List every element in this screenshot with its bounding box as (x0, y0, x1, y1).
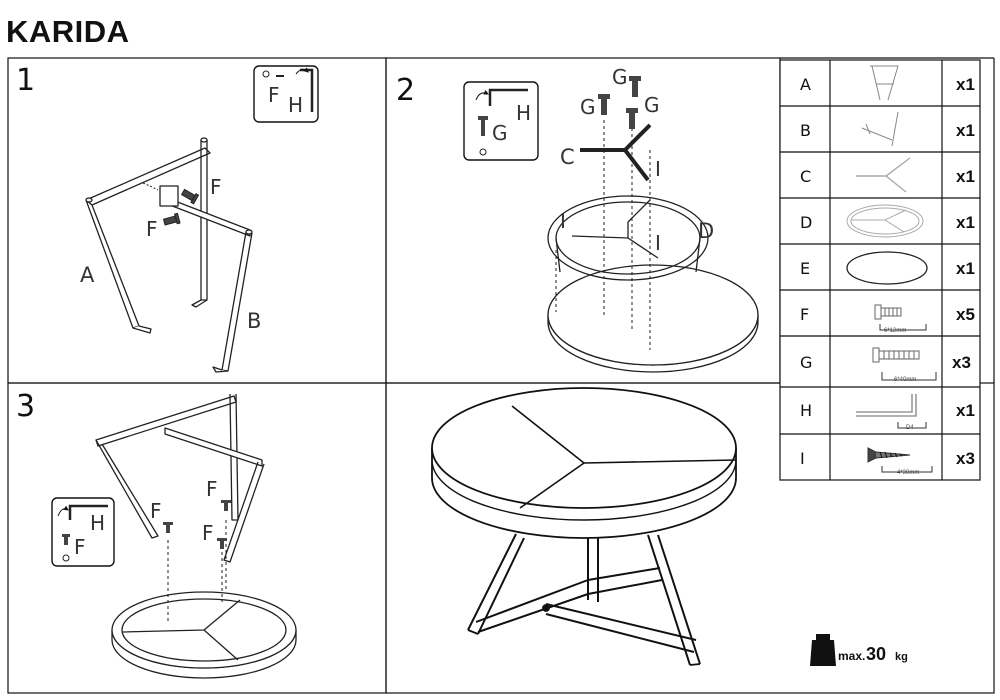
step-1-frame (7, 57, 387, 384)
part-e-thumbnail (846, 251, 928, 285)
hex-key-icon (68, 504, 108, 520)
part-a-thumbnail (870, 65, 899, 101)
callout-tool-label: H (516, 101, 531, 125)
part-size: D4 (906, 425, 914, 431)
leg-a (85, 137, 211, 334)
max-load-value: 30 (866, 644, 886, 664)
part-letter: A (800, 75, 811, 94)
label-bolt-g: G (580, 95, 596, 119)
part-quantity: x3 (956, 449, 975, 468)
label-part-d: D (698, 219, 714, 243)
parts-row: D x1 (800, 204, 975, 238)
tabletop-e (547, 264, 759, 373)
label-fastener-f: F (146, 217, 158, 241)
callout-fastener-label: F (268, 83, 280, 107)
part-quantity: x1 (956, 121, 975, 140)
leg-b (159, 185, 253, 373)
part-letter: G (800, 353, 812, 372)
parts-row: F 6*12mm x5 (800, 304, 975, 334)
label-bolt-g: G (612, 65, 628, 89)
step-3-ring-frame (111, 591, 297, 679)
label-fastener-f: F (210, 175, 222, 199)
part-quantity: x3 (952, 353, 971, 372)
part-size: 6*40mm (894, 377, 916, 383)
part-letter: B (800, 121, 811, 140)
step-2-tool-callout: G H (463, 81, 539, 161)
label-part-a: A (80, 263, 95, 287)
bracket-c (580, 123, 652, 182)
step-1-number: 1 (16, 63, 35, 98)
step-3-fasteners (163, 500, 231, 549)
rotate-arrow-icon (475, 89, 489, 101)
part-letter: F (800, 305, 809, 324)
callout-tool-label: H (90, 511, 105, 535)
label-fastener-f: F (206, 477, 218, 501)
label-screw-i: I (655, 231, 661, 255)
part-c-thumbnail (856, 157, 911, 193)
parts-row: I 4*30mm x3 (800, 447, 975, 476)
label-part-c: C (560, 145, 575, 169)
max-load-indicator: max. 30 kg (810, 634, 908, 666)
part-quantity: x1 (956, 167, 975, 186)
assembled-table (431, 387, 737, 666)
part-letter: D (800, 213, 812, 232)
parts-row: G 6*40mm x3 (800, 347, 971, 383)
part-letter: H (800, 401, 812, 420)
guide-lines (555, 110, 651, 350)
rotate-arrow-icon (295, 67, 309, 75)
wood-screw-i-icon (867, 447, 933, 473)
step-2-illustration (547, 76, 759, 373)
parts-table: A x1 B x1 C x1 D (779, 59, 981, 481)
step-1-fasteners (142, 182, 200, 226)
bolt-f-icon (874, 304, 927, 331)
label-fastener-f: F (202, 521, 214, 545)
parts-row: H D4 x1 (800, 394, 975, 431)
rotate-arrow-icon (57, 505, 69, 517)
part-size: 4*30mm (897, 470, 919, 476)
parts-row: B x1 (800, 111, 975, 147)
callout-fastener-label: F (74, 535, 86, 559)
part-size: 6*12mm (884, 328, 906, 334)
label-screw-i: I (655, 157, 661, 181)
part-quantity: x1 (956, 259, 975, 278)
step-1-illustration (85, 137, 253, 373)
parts-row: C x1 (800, 157, 975, 193)
ring-frame-d (547, 195, 709, 281)
hex-key-h-icon (856, 394, 927, 429)
callout-tool-label: H (288, 93, 303, 117)
panel-frames (7, 57, 995, 694)
step-3-number: 3 (16, 389, 35, 424)
bolts-g (598, 76, 641, 129)
part-letter: I (800, 449, 805, 468)
max-load-unit: kg (895, 651, 908, 663)
bolt-g-icon (872, 347, 937, 381)
parts-row: A x1 (800, 65, 975, 101)
part-quantity: x1 (956, 213, 975, 232)
tabletop (431, 387, 737, 509)
part-letter: C (800, 167, 811, 186)
weight-icon (810, 634, 836, 666)
max-load-prefix: max. (838, 649, 865, 663)
part-quantity: x1 (956, 75, 975, 94)
part-b-thumbnail (861, 111, 899, 147)
product-title: KARIDA (6, 14, 130, 49)
part-letter: E (800, 259, 810, 278)
step-3-illustration (95, 393, 297, 679)
part-quantity: x1 (956, 401, 975, 420)
label-part-b: B (247, 309, 261, 333)
parts-row: E x1 (800, 251, 975, 285)
step-3-tool-callout: F H (51, 497, 115, 567)
callout-fastener-label: G (492, 121, 508, 145)
part-quantity: x5 (956, 305, 975, 324)
hex-key-icon (488, 88, 528, 106)
part-d-thumbnail (846, 204, 924, 238)
step-2-number: 2 (396, 73, 415, 108)
result-frame (385, 382, 995, 694)
label-screw-i: I (560, 209, 566, 233)
label-bolt-g: G (644, 93, 660, 117)
step-1-tool-callout: F H (253, 65, 319, 123)
label-fastener-f: F (150, 499, 162, 523)
